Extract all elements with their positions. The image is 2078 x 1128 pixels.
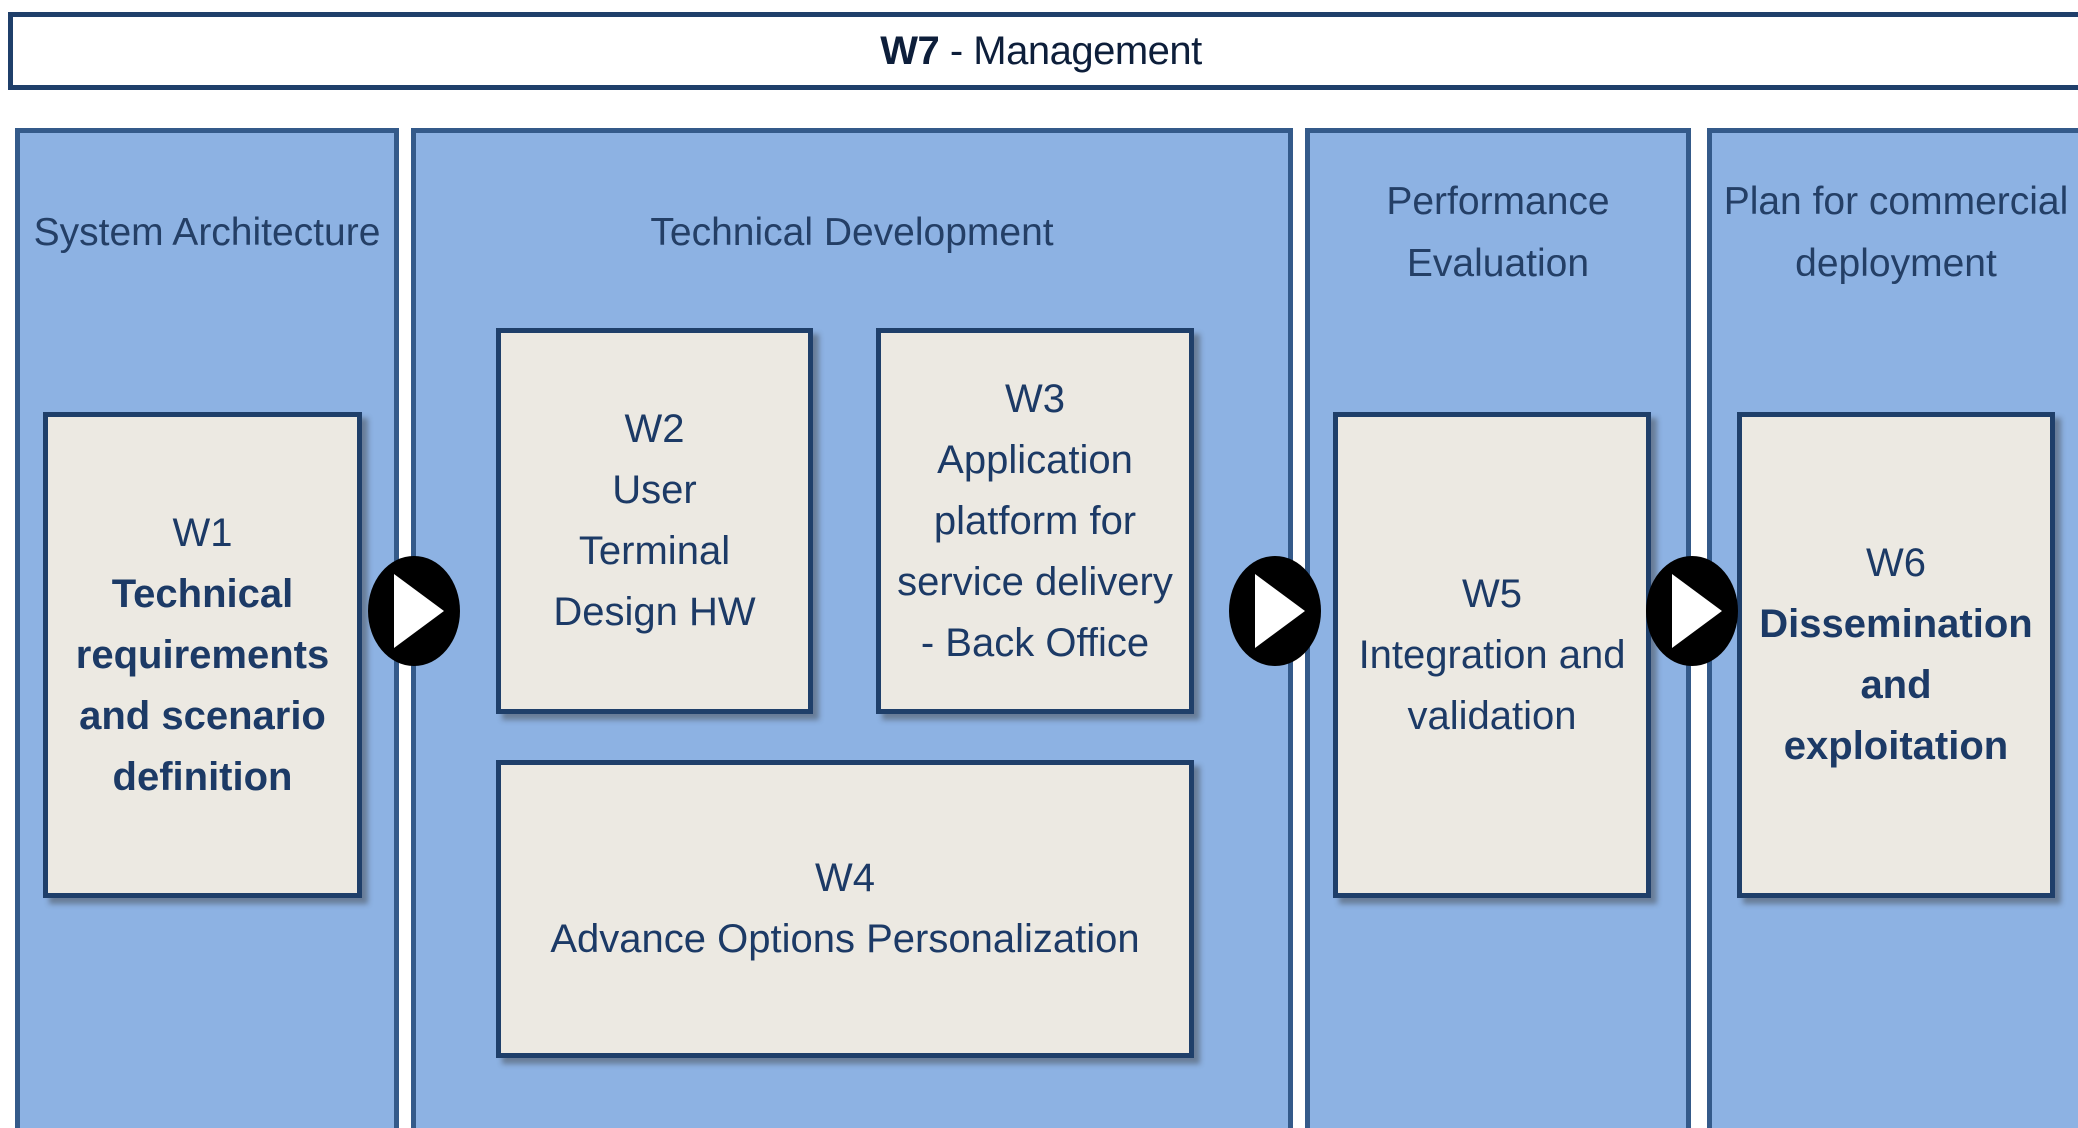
- wp-name: User Terminal Design HW: [553, 468, 756, 634]
- work-package-w3: W3 Application platform for service deli…: [876, 328, 1194, 714]
- wp-code: W6: [1866, 541, 1926, 585]
- management-bar: W7 - Management: [8, 12, 2078, 90]
- play-arrow-icon: [368, 556, 460, 666]
- work-package-w4: W4 Advance Options Personalization: [496, 760, 1194, 1058]
- phase-title: Technical Development: [650, 211, 1054, 254]
- work-package-w2: W2 User Terminal Design HW: [496, 328, 813, 714]
- wp-code: W4: [815, 856, 875, 900]
- wp-code: W1: [172, 510, 233, 555]
- play-arrow-icon: [1229, 556, 1321, 666]
- wp-name: Dissemination and exploitation: [1759, 602, 2033, 768]
- management-separator: -: [939, 28, 974, 73]
- work-package-w1: W1 Technical requirements and scenario d…: [43, 412, 362, 898]
- phase-title: System Architecture: [33, 211, 381, 254]
- wp-name: Advance Options Personalization: [550, 917, 1140, 961]
- play-arrow-icon: [1646, 556, 1738, 666]
- management-code: W7: [880, 28, 940, 73]
- work-package-w5: W5 Integration and validation: [1333, 412, 1651, 898]
- management-label: Management: [973, 28, 1202, 73]
- work-package-w6: W6 Dissemination and exploitation: [1737, 412, 2055, 898]
- wp-code: W5: [1462, 571, 1522, 616]
- wp-code: W2: [624, 407, 685, 451]
- wp-name: Integration and validation: [1358, 632, 1626, 738]
- phase-title: Plan for commercial deployment: [1723, 180, 2069, 285]
- phase-title: Performance Evaluation: [1386, 180, 1610, 285]
- wp-name: Application platform for service deliver…: [897, 437, 1173, 665]
- management-title: W7 - Management: [880, 29, 1202, 74]
- wp-name: Technical requirements and scenario defi…: [75, 571, 330, 799]
- wp-code: W3: [1005, 376, 1065, 421]
